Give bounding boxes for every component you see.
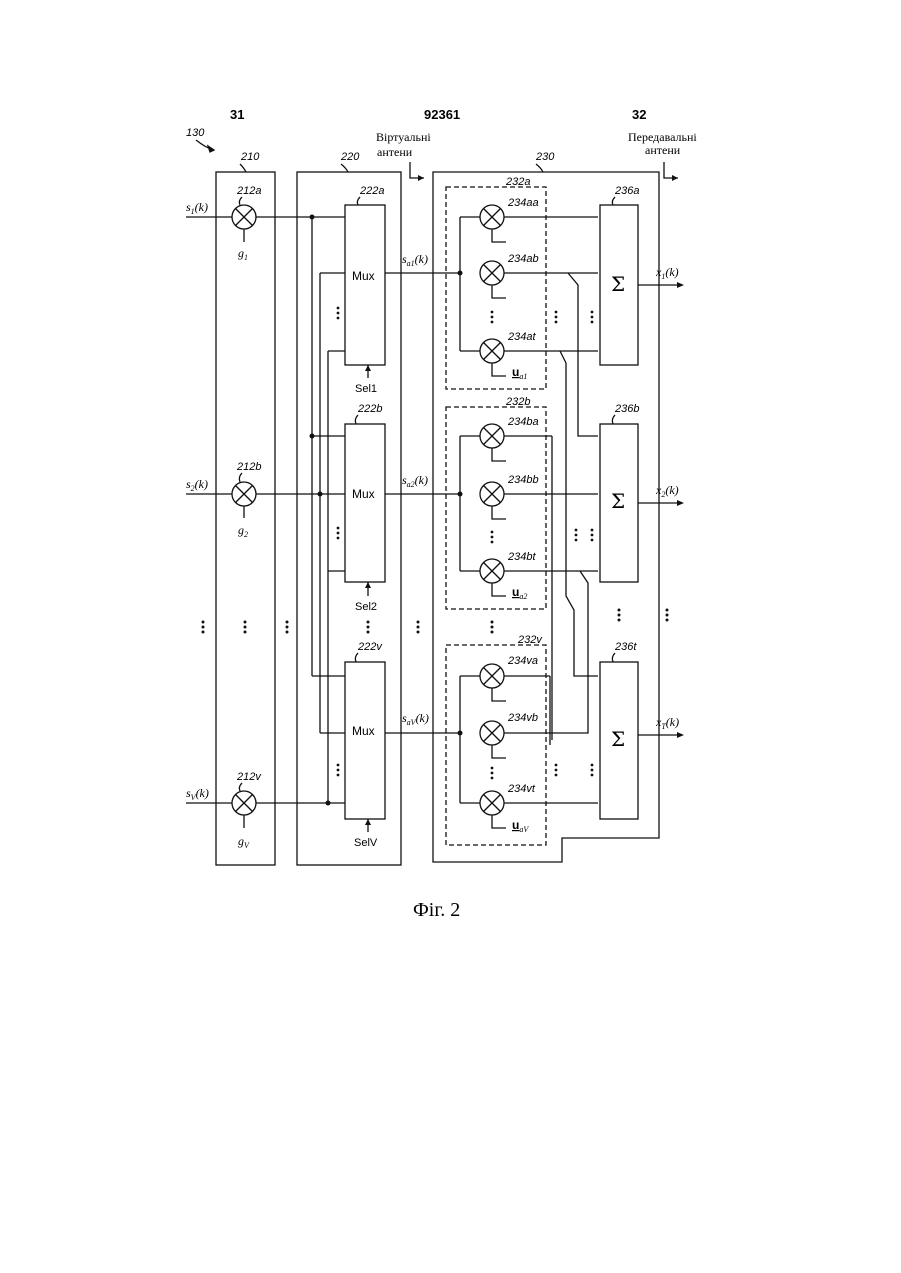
svg-text:234at: 234at — [507, 331, 536, 343]
steering-vector-av: uaV — [512, 818, 529, 834]
svg-text:xT(k): xT(k) — [655, 715, 679, 731]
mux-output-av: saV(k) — [385, 711, 460, 733]
mux-output-a2: sa2(k) — [385, 473, 460, 494]
mux-label: Mux — [352, 269, 375, 283]
gain-block-label: 210 — [240, 151, 260, 163]
svg-text:232b: 232b — [505, 396, 530, 408]
mux-222b: Mux 222b Sel2 — [345, 403, 385, 613]
mux-label: Mux — [352, 487, 375, 501]
mux-label: Mux — [352, 724, 375, 738]
virtual-antennas-label-2: антени — [377, 145, 413, 159]
document-number: 92361 — [424, 107, 460, 122]
input-signal-2: s2(k) — [186, 477, 208, 493]
svg-text:Σ: Σ — [611, 489, 625, 513]
mux-select: Sel2 — [355, 601, 377, 613]
mux-id: 222v — [357, 641, 383, 653]
page-number-right: 32 — [632, 107, 646, 122]
svg-text:Σ: Σ — [611, 272, 625, 296]
transmit-antennas-label-2: антени — [645, 143, 681, 157]
figure-caption: Фіг. 2 — [413, 899, 460, 921]
spatial-group-ellipsis — [491, 621, 494, 634]
svg-text:sa1(k): sa1(k) — [402, 252, 428, 268]
svg-text:234bb: 234bb — [507, 474, 539, 486]
summer-236a: Σ 236a x1(k) — [600, 185, 684, 365]
input-row-2: s2(k) 212b g2 — [186, 461, 345, 539]
svg-text:x2(k): x2(k) — [655, 483, 679, 499]
spatial-group-232b: 232b 234ba 234bb 234bt ua2 — [446, 396, 598, 609]
input-signal-v: sV(k) — [186, 786, 209, 802]
gain-block-outline — [216, 172, 275, 865]
svg-text:236a: 236a — [614, 185, 639, 197]
svg-text:234bt: 234bt — [507, 551, 536, 563]
multiplier-212a-label: 212a — [236, 185, 261, 197]
page-number-left: 31 — [230, 107, 244, 122]
mux-id: 222b — [357, 403, 382, 415]
mux-block-label: 220 — [340, 151, 360, 163]
gain-2: g2 — [238, 523, 248, 539]
summer-236b: Σ 236b x2(k) — [600, 403, 684, 582]
cross-routing — [550, 273, 598, 776]
mux-id: 222a — [359, 185, 384, 197]
steering-vector-a1: ua1 — [512, 365, 527, 381]
svg-text:232a: 232a — [505, 176, 530, 188]
mux-ellipsis — [367, 621, 420, 634]
svg-text:234va: 234va — [507, 655, 538, 667]
mux-input-bus — [310, 215, 346, 806]
mux-222v: Mux 222v SelV — [345, 641, 385, 849]
svg-text:234ab: 234ab — [507, 253, 539, 265]
mux-222a: Mux 222a Sel1 — [345, 185, 385, 395]
svg-text:sa2(k): sa2(k) — [402, 473, 428, 489]
svg-text:234aa: 234aa — [507, 197, 539, 209]
svg-text:Σ: Σ — [611, 727, 625, 751]
svg-text:232v: 232v — [517, 634, 543, 646]
multiplier-212b-label: 212b — [236, 461, 261, 473]
steering-vector-a2: ua2 — [512, 585, 527, 601]
system-label: 130 — [186, 127, 205, 139]
spatial-block-label: 230 — [535, 151, 555, 163]
gain-1: g1 — [238, 246, 248, 262]
svg-text:236b: 236b — [614, 403, 639, 415]
svg-text:x1(k): x1(k) — [655, 265, 679, 281]
virtual-antennas-label: Віртуальні — [376, 130, 431, 144]
svg-text:saV(k): saV(k) — [402, 711, 429, 727]
input-row-v: sV(k) 212v gV — [186, 771, 345, 850]
input-row-1: s1(k) 212a g1 — [186, 185, 345, 262]
transmit-antennas-label: Передавальні — [628, 130, 697, 144]
input-signal-1: s1(k) — [186, 200, 208, 216]
svg-text:234vt: 234vt — [507, 783, 536, 795]
svg-text:236t: 236t — [614, 641, 637, 653]
summer-236t: Σ 236t xT(k) — [600, 641, 684, 819]
summer-ellipsis — [618, 609, 669, 622]
spatial-group-232v: 232v 234va 234vb 234vt uaV — [446, 634, 598, 845]
mux-select: SelV — [354, 837, 378, 849]
svg-text:234vb: 234vb — [507, 712, 538, 724]
mux-output-a1: sa1(k) — [385, 252, 460, 273]
gain-v: gV — [238, 834, 250, 850]
multiplier-212v-label: 212v — [236, 771, 262, 783]
mux-select: Sel1 — [355, 383, 377, 395]
svg-text:234ba: 234ba — [507, 416, 539, 428]
